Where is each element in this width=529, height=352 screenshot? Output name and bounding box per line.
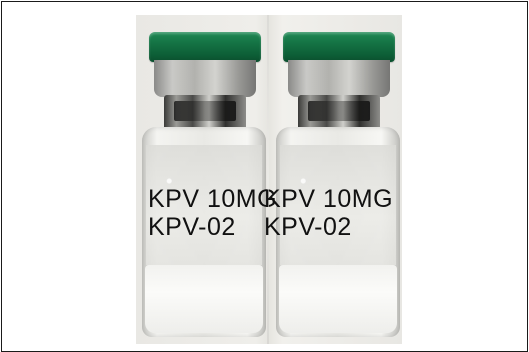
vial-label: KPV 10MG KPV-02 — [264, 185, 393, 241]
vial-powder — [145, 265, 263, 333]
vial-crystals — [280, 145, 396, 265]
vial-powder — [279, 265, 397, 333]
vial-neck — [164, 95, 246, 131]
vial-crimp-collar — [288, 60, 390, 97]
vial-label-line1: KPV 10MG — [148, 185, 278, 213]
vial-label: KPV 10MG KPV-02 — [148, 185, 277, 241]
vial-cap — [149, 32, 261, 62]
vial-crimp-collar — [154, 60, 256, 97]
vial-label-line2: KPV-02 — [264, 213, 352, 241]
vial-cap — [283, 32, 395, 62]
vial-label-line1: KPV 10MG — [264, 185, 394, 213]
vial-right: KPV 10MG KPV-02 — [264, 15, 402, 344]
vial-crystals — [146, 145, 262, 265]
vial-body: KPV 10MG KPV-02 — [142, 127, 277, 337]
photo-divider — [267, 15, 269, 344]
vial-neck — [298, 95, 380, 131]
vial-left: KPV 10MG KPV-02 — [136, 15, 277, 344]
vial-body: KPV 10MG KPV-02 — [264, 127, 400, 337]
vial-label-line2: KPV-02 — [148, 213, 236, 241]
vials-photo: KPV 10MG KPV-02 KPV 10MG KPV-02 — [136, 15, 402, 344]
